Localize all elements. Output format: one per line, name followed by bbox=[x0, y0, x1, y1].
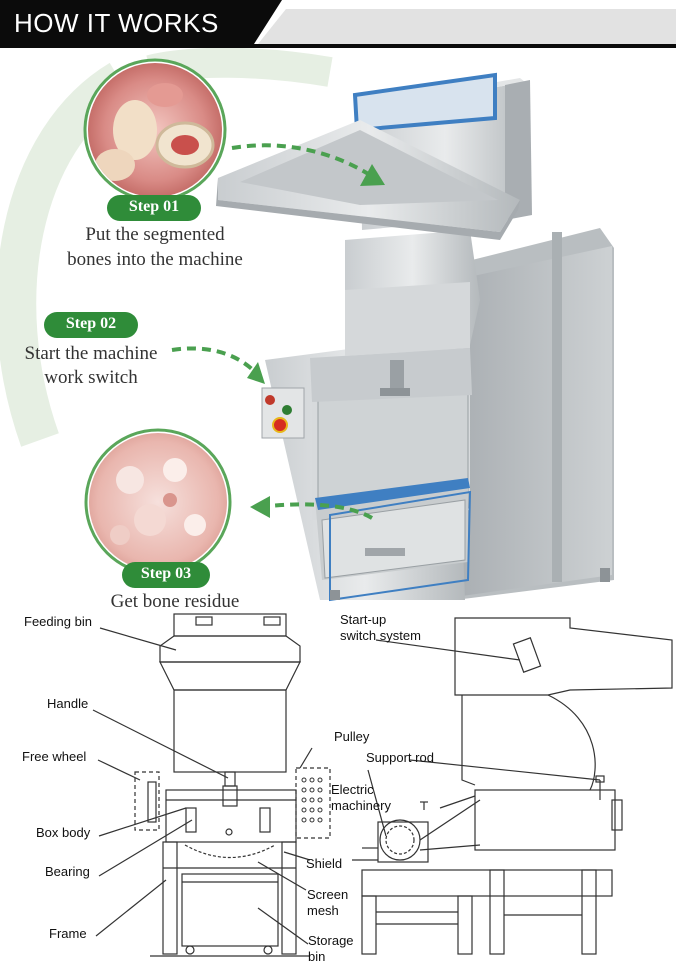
label-shield: Shield bbox=[306, 856, 343, 871]
label-pulley: Pulley bbox=[334, 729, 370, 744]
step-01-description-line1: Put the segmented bbox=[85, 224, 225, 245]
step-03-photo bbox=[84, 428, 232, 576]
technical-drawings bbox=[92, 613, 673, 957]
label-free-wheel: Free wheel bbox=[22, 749, 87, 764]
label-support-rod: Support rod bbox=[366, 750, 434, 765]
step-01-badge-label: Step 01 bbox=[128, 198, 180, 215]
step-01-description-line2: bones into the machine bbox=[67, 249, 243, 270]
label-electric-machinery-line2: machinery bbox=[331, 798, 391, 813]
label-feeding-bin: Feeding bin bbox=[24, 614, 92, 629]
flow-arrow-background bbox=[0, 62, 131, 447]
step-02-badge-label: Step 02 bbox=[65, 315, 117, 332]
label-bearing: Bearing bbox=[45, 864, 90, 879]
red-indicator-icon bbox=[265, 395, 275, 405]
header-banner bbox=[0, 0, 676, 48]
front-view-drawing bbox=[92, 613, 331, 957]
emergency-stop-icon bbox=[272, 417, 288, 433]
label-storage-bin-line2: bin bbox=[308, 949, 326, 964]
step-02-badge bbox=[44, 312, 138, 338]
label-screen-mesh-line2: mesh bbox=[307, 903, 339, 918]
side-view-drawing bbox=[352, 617, 673, 955]
label-screen-mesh-line1: Screen bbox=[307, 887, 349, 902]
step-01-badge bbox=[107, 195, 201, 221]
step-03-badge bbox=[122, 562, 210, 588]
label-electric-machinery-line1: Electric bbox=[331, 782, 374, 797]
label-startup-switch-line1: Start-up bbox=[340, 612, 387, 627]
bone-crusher-machine bbox=[216, 72, 614, 602]
step-03-badge-label: Step 03 bbox=[140, 565, 192, 582]
page-title: HOW IT WORKS bbox=[14, 8, 219, 38]
step-01-photo bbox=[83, 58, 227, 202]
process-illustration bbox=[0, 48, 614, 602]
step-03-arrow bbox=[250, 496, 374, 520]
label-box-body: Box body bbox=[36, 825, 91, 840]
step-02-description-line2: work switch bbox=[44, 367, 138, 388]
label-storage-bin-line1: Storage bbox=[308, 933, 354, 948]
label-handle: Handle bbox=[47, 696, 89, 711]
step-02-arrow bbox=[171, 346, 265, 384]
step-01-arrow bbox=[231, 143, 385, 186]
step-03-description: Get bone residue bbox=[110, 591, 240, 612]
step-02-description-line1: Start the machine bbox=[24, 343, 158, 364]
green-button-icon bbox=[282, 405, 292, 415]
label-startup-switch-line2: switch system bbox=[340, 628, 421, 643]
label-frame: Frame bbox=[49, 926, 87, 941]
